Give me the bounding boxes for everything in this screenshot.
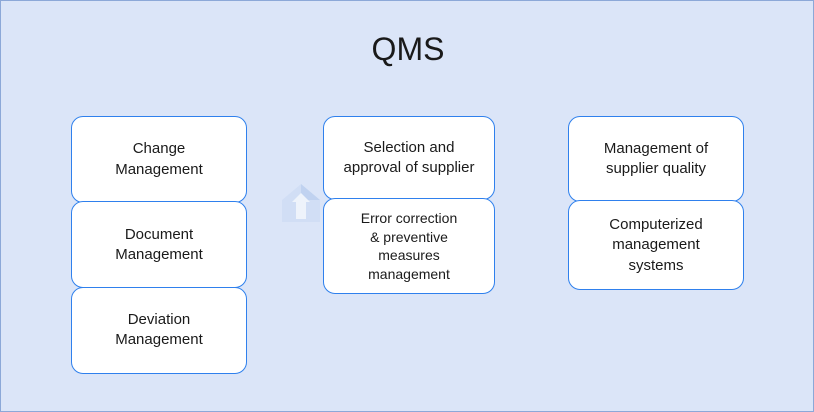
node-document-management[interactable]: Document Management [71,201,247,289]
node-computerized-management-systems[interactable]: Computerized management systems [568,200,744,291]
node-selection-approval-supplier[interactable]: Selection and approval of supplier [323,116,495,200]
page-title: QMS [371,31,445,67]
node-deviation-management[interactable]: Deviation Management [71,286,247,374]
node-label: Computerized management systems [609,216,703,274]
node-label: Management of supplier quality [603,139,709,177]
node-error-correction-preventive-measures[interactable]: Error correction & preventive measures m… [323,198,495,295]
node-change-management[interactable]: Change Management [71,116,247,203]
diagram-column-1: Change Management Document Management De… [71,116,247,374]
diagram-column-3: Management of supplier quality Computeri… [568,116,744,291]
node-label: Deviation Management [115,311,203,349]
node-label: Error correction & preventive measures m… [360,209,458,283]
node-label: Change Management [115,140,203,178]
diagram-column-2: Selection and approval of supplier Error… [323,116,495,295]
node-management-supplier-quality[interactable]: Management of supplier quality [568,116,744,202]
node-label: Document Management [115,225,203,263]
node-label: Selection and approval of supplier [343,138,475,176]
truking-house-logo-icon [279,181,323,225]
